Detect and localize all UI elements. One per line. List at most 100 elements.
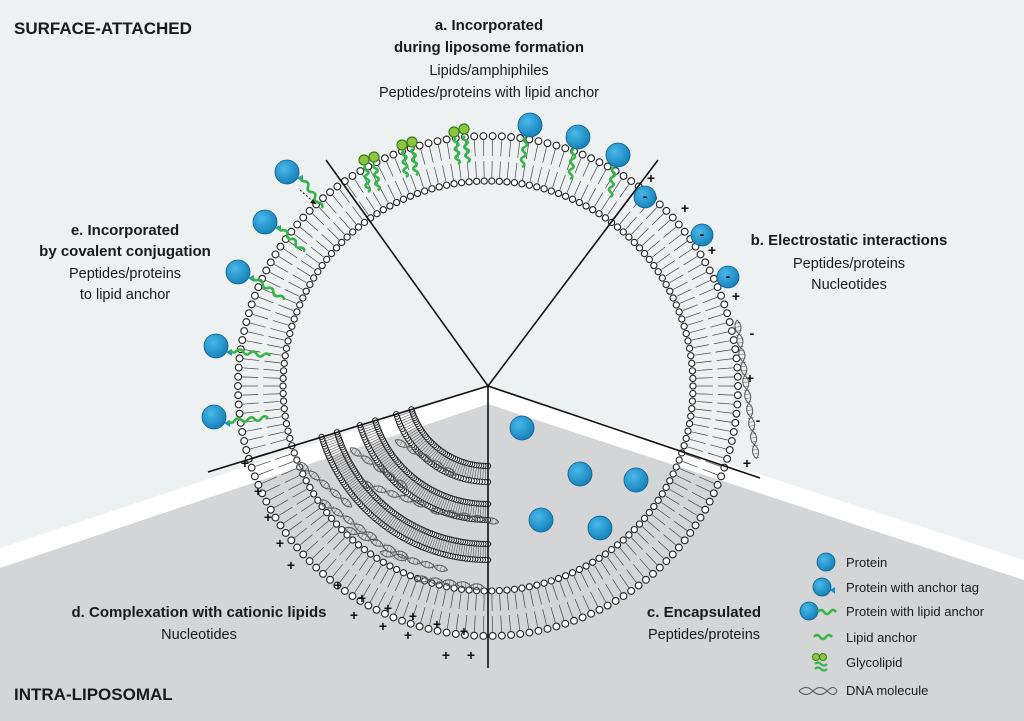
lipid-head (634, 581, 643, 590)
lipid-tail (434, 167, 439, 184)
dna-base-pair (483, 516, 485, 523)
dna-base-pair (364, 534, 368, 541)
lipid-head (575, 565, 584, 574)
lipid-tail (582, 595, 590, 611)
section-c-line-1: Peptides/proteins (648, 627, 760, 643)
lipid-tail (394, 180, 403, 196)
encapsulated-protein-1 (509, 415, 535, 441)
dna-base-pair (375, 539, 379, 546)
lipid-tail (265, 484, 281, 492)
lipid-tail (242, 367, 259, 370)
dna-base-pair (343, 515, 348, 521)
section-e-label: e. Incorporated by covalent conjugation … (39, 222, 211, 303)
lipid-tail (702, 468, 718, 476)
lipid-tail (370, 440, 382, 447)
lipid-head (279, 374, 287, 383)
lipid-tail (661, 260, 675, 270)
lipid-tail (474, 467, 477, 480)
encapsulated-protein-4 (528, 507, 554, 533)
lipid-tail (305, 540, 319, 552)
lipid-tail (673, 520, 688, 531)
lipid-head (619, 228, 627, 236)
lipid-head (262, 497, 271, 506)
lipid-head (688, 367, 697, 375)
lipid-tail (594, 565, 604, 580)
lipid-tail (645, 552, 658, 565)
lipid-head (380, 609, 389, 618)
lipid-tail (288, 281, 303, 290)
glycolipid-sugar (396, 139, 408, 151)
dna-base-pair (389, 546, 393, 553)
lipid-anchor-protein-icon (799, 601, 819, 621)
lipid-tail (705, 305, 721, 312)
lipid-tail (417, 439, 427, 449)
lipid-head (293, 308, 301, 316)
dna-base-pair (350, 519, 354, 525)
lipid-tail (480, 545, 482, 558)
lipid-tail (440, 497, 446, 510)
lipid-tail (301, 260, 315, 270)
lipid-head (326, 575, 335, 584)
dna-base-pair (357, 451, 361, 457)
lipid-tail (246, 340, 262, 345)
lipid-head (433, 626, 442, 635)
lipid-head (732, 409, 741, 418)
lipid-tail (682, 461, 698, 468)
cationic-charge: + (276, 535, 284, 551)
dna-base-pair (464, 582, 467, 589)
lipid-head (613, 223, 622, 231)
lipid-tail (399, 523, 407, 535)
lipid-tail (284, 475, 300, 483)
protein-negative-charge: - (700, 226, 705, 242)
dna-base-pair (749, 429, 756, 431)
lipid-head (488, 132, 497, 140)
lipid-head (570, 616, 578, 625)
lipid-tail (656, 253, 671, 264)
lipid-tail (402, 177, 410, 193)
lipid-tail (338, 464, 349, 471)
dna-base-pair (393, 552, 396, 559)
lipid-tail (388, 465, 399, 474)
lipid-tail (387, 572, 396, 588)
lipid-tail (354, 179, 364, 193)
dna-base-pair (440, 508, 442, 515)
dna-base-pair (307, 469, 312, 475)
cationic-charge: + (254, 483, 262, 499)
lipid-head (587, 609, 596, 618)
lipid-tail (461, 464, 466, 477)
lipid-head (348, 592, 357, 601)
lipid-tail (387, 184, 396, 200)
lipid-head (286, 434, 294, 443)
lipid-tail (470, 545, 473, 558)
lipid-head (234, 391, 243, 400)
section-e-line-2: to lipid anchor (80, 287, 170, 303)
conjugation-lipid-anchor (228, 348, 272, 358)
dna-base-pair (380, 486, 383, 493)
lipid-head (238, 427, 247, 436)
lipid-head (234, 400, 243, 409)
lipid-tail (514, 162, 518, 179)
dna-base-pair (401, 554, 404, 561)
lipid-head (234, 382, 242, 390)
lipid-tail (398, 411, 411, 417)
lipid-head (731, 418, 740, 427)
lipid-head (276, 521, 285, 530)
lipid-tail (508, 614, 512, 631)
lipid-tail (402, 420, 414, 427)
lipid-tail (534, 144, 539, 161)
lipid-tail (429, 536, 434, 548)
dna-base-pair (414, 499, 417, 506)
dna-base-pair (738, 353, 745, 356)
glycolipid-tail (452, 136, 462, 166)
lipid-head (582, 202, 590, 210)
dna-backbone (344, 526, 409, 558)
dna-base-pair (316, 476, 321, 482)
dna-base-pair (334, 492, 340, 498)
lipid-tail (542, 609, 547, 626)
lipid-head (685, 420, 694, 428)
lipid-tail (437, 455, 445, 466)
lipid-tail (353, 485, 364, 494)
lipid-head (235, 354, 244, 363)
lipid-tail (559, 582, 566, 598)
